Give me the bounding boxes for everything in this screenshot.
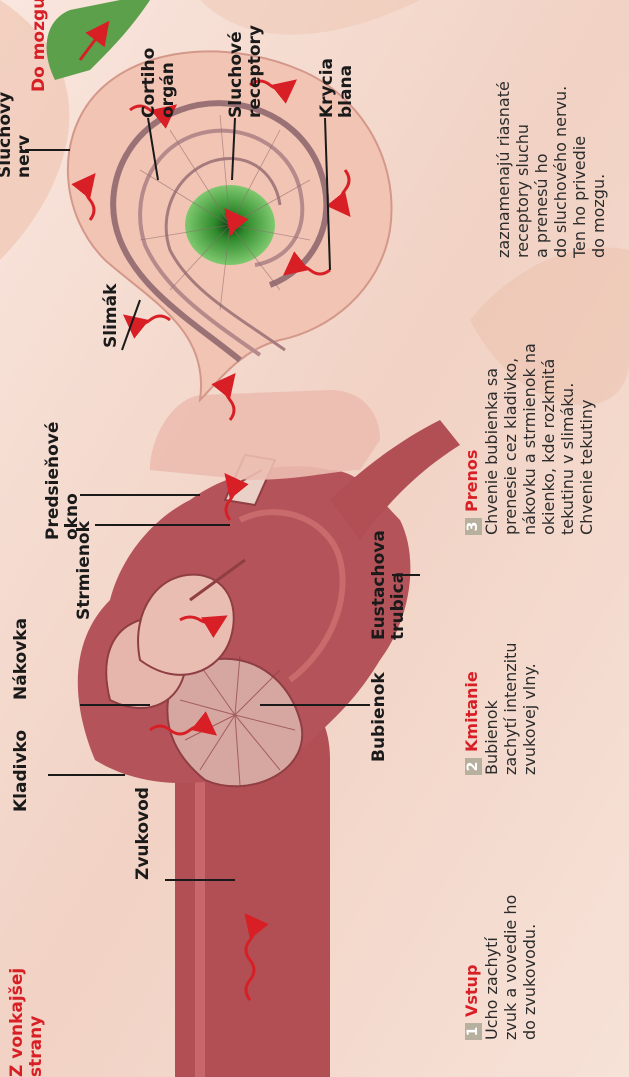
step-3-continued: zaznamenajú riasnaté receptory sluchu a … [494, 81, 608, 258]
step-1: 1 Vstup Ucho zachytí zvuk a vovedie ho do… [462, 895, 539, 1040]
label-tectorial-membrane: Krycia blana [318, 58, 356, 118]
step-title: Vstup [462, 965, 481, 1017]
step-3: 3 Prenos Chvenie bubienka sa prenesie cez… [462, 343, 596, 535]
label-to-brain: Do mozgu [30, 0, 49, 92]
label-eustachian-tube: Eustachova trubica [370, 530, 408, 640]
label-hearing-receptors: Sluchové receptory [227, 25, 265, 118]
step-title: Prenos [462, 450, 481, 512]
step-2: 2 Kmitanie Bubienok zachytí intenzitu zvu… [462, 642, 539, 775]
label-auditory-nerve: Sluchový nerv [0, 92, 34, 178]
label-oval-window: Predsieňové okno [44, 422, 82, 540]
step-title: Kmitanie [462, 671, 481, 752]
step-text: Bubienok zachytí intenzitu zvukovej vlny… [482, 642, 539, 775]
label-corti-organ: Cortiho orgán [140, 48, 178, 118]
step-number: 1 [465, 1023, 482, 1040]
step-text: zaznamenajú riasnaté receptory sluchu a … [494, 81, 608, 258]
step-text: Ucho zachytí zvuk a vovedie ho do zvukov… [482, 895, 539, 1040]
label-ear-canal: Zvukovod [134, 787, 153, 880]
step-number: 2 [465, 758, 482, 775]
label-cochlea: Slimák [102, 284, 121, 348]
label-eardrum: Bubienok [370, 672, 389, 762]
step-text: Chvenie bubienka sa prenesie cez kladivk… [482, 343, 596, 535]
step-number: 3 [465, 518, 482, 535]
label-from-outside: Z vonkajšej strany [8, 968, 46, 1077]
label-malleus: Kladivko [12, 730, 31, 812]
label-incus: Nákovka [12, 618, 31, 700]
